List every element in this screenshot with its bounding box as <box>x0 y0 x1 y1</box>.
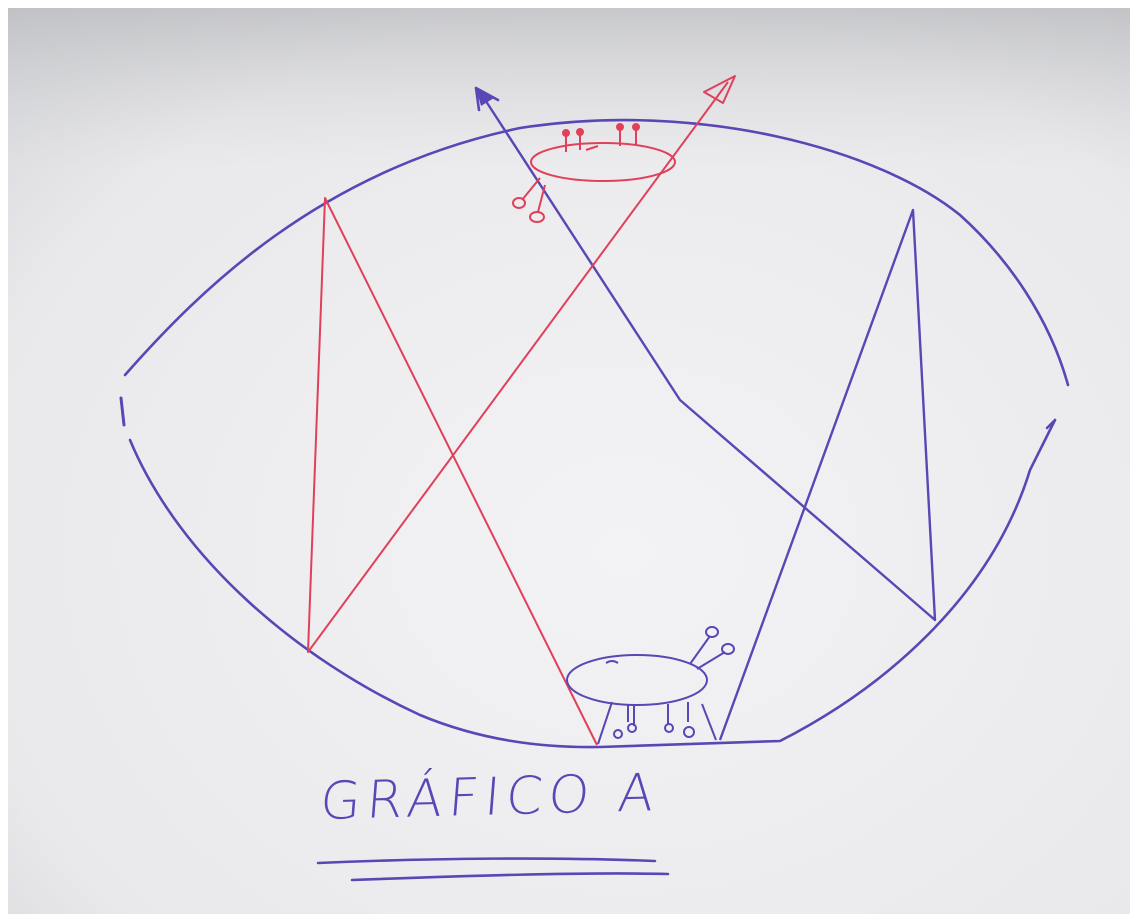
blue-arrow-head <box>474 86 500 112</box>
blue-trajectory <box>478 91 937 741</box>
red-trajectory <box>307 81 729 746</box>
diagram-caption: GRÁFICO A <box>318 763 678 882</box>
blue-arrow-tip-fill <box>476 88 494 106</box>
outer-oval-bottom-arc <box>128 418 1057 749</box>
caption-underline-bottom <box>350 872 670 882</box>
outer-oval-right-tick <box>1045 418 1057 430</box>
blue-bug-icon <box>566 626 735 745</box>
caption-underline-top <box>316 857 657 865</box>
red-arrow-head <box>703 75 736 104</box>
outer-oval-top-arc <box>123 118 1070 387</box>
red-bug-icon <box>512 123 676 223</box>
outer-oval-left-tick <box>119 396 126 427</box>
caption-text: GRÁFICO A <box>318 763 663 832</box>
